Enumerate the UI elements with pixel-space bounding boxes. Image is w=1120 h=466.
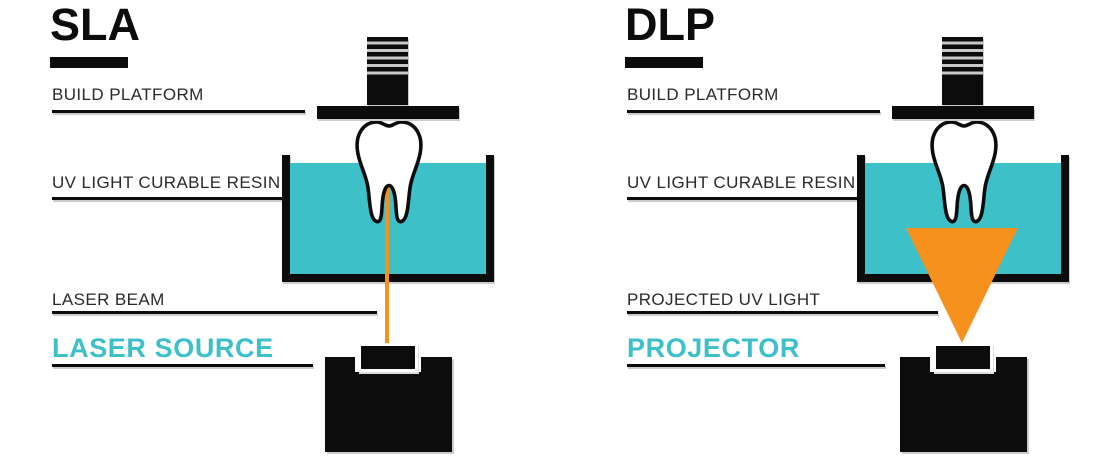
build-platform-bar <box>317 106 459 119</box>
leader-line-projected-uv-light <box>627 311 938 314</box>
label-projector: PROJECTOR <box>627 333 800 363</box>
label-uv-resin: UV LIGHT CURABLE RESIN <box>52 173 281 192</box>
laser-beam-line <box>385 182 389 346</box>
laser-emitter-lens <box>358 343 418 372</box>
leader-line-build-platform <box>627 110 880 113</box>
build-platform-bar <box>892 106 1034 119</box>
panel-dlp: DLP BUILD PLATFORM UV LIGHT CURABLE RESI… <box>575 0 1120 466</box>
leader-line-projector <box>627 364 885 367</box>
tooth-icon <box>930 120 998 224</box>
projector-lens <box>933 343 993 372</box>
leader-line-uv-resin <box>52 197 313 200</box>
label-laser-source: LASER SOURCE <box>52 333 274 363</box>
label-build-platform: BUILD PLATFORM <box>627 85 779 104</box>
panel-title-sla: SLA <box>50 0 140 50</box>
label-build-platform: BUILD PLATFORM <box>52 85 204 104</box>
projector-machine <box>900 357 1027 452</box>
label-uv-resin: UV LIGHT CURABLE RESIN <box>627 173 856 192</box>
threaded-rod <box>942 37 983 105</box>
threaded-rod <box>367 37 408 105</box>
tooth-icon <box>355 120 423 224</box>
panel-sla: SLA BUILD PLATFORM UV LIGHT CURABLE RESI… <box>0 0 545 466</box>
laser-source-machine <box>325 357 452 452</box>
leader-line-laser-beam <box>52 311 377 314</box>
leader-line-laser-source <box>52 364 313 367</box>
panel-title-dlp: DLP <box>625 0 715 50</box>
title-underline-bar <box>50 57 128 68</box>
uv-light-cone <box>906 228 1018 343</box>
leader-line-build-platform <box>52 110 305 113</box>
leader-line-uv-resin <box>627 197 885 200</box>
title-underline-bar <box>625 57 703 68</box>
label-laser-beam: LASER BEAM <box>52 290 165 309</box>
label-projected-uv-light: PROJECTED UV LIGHT <box>627 290 821 309</box>
